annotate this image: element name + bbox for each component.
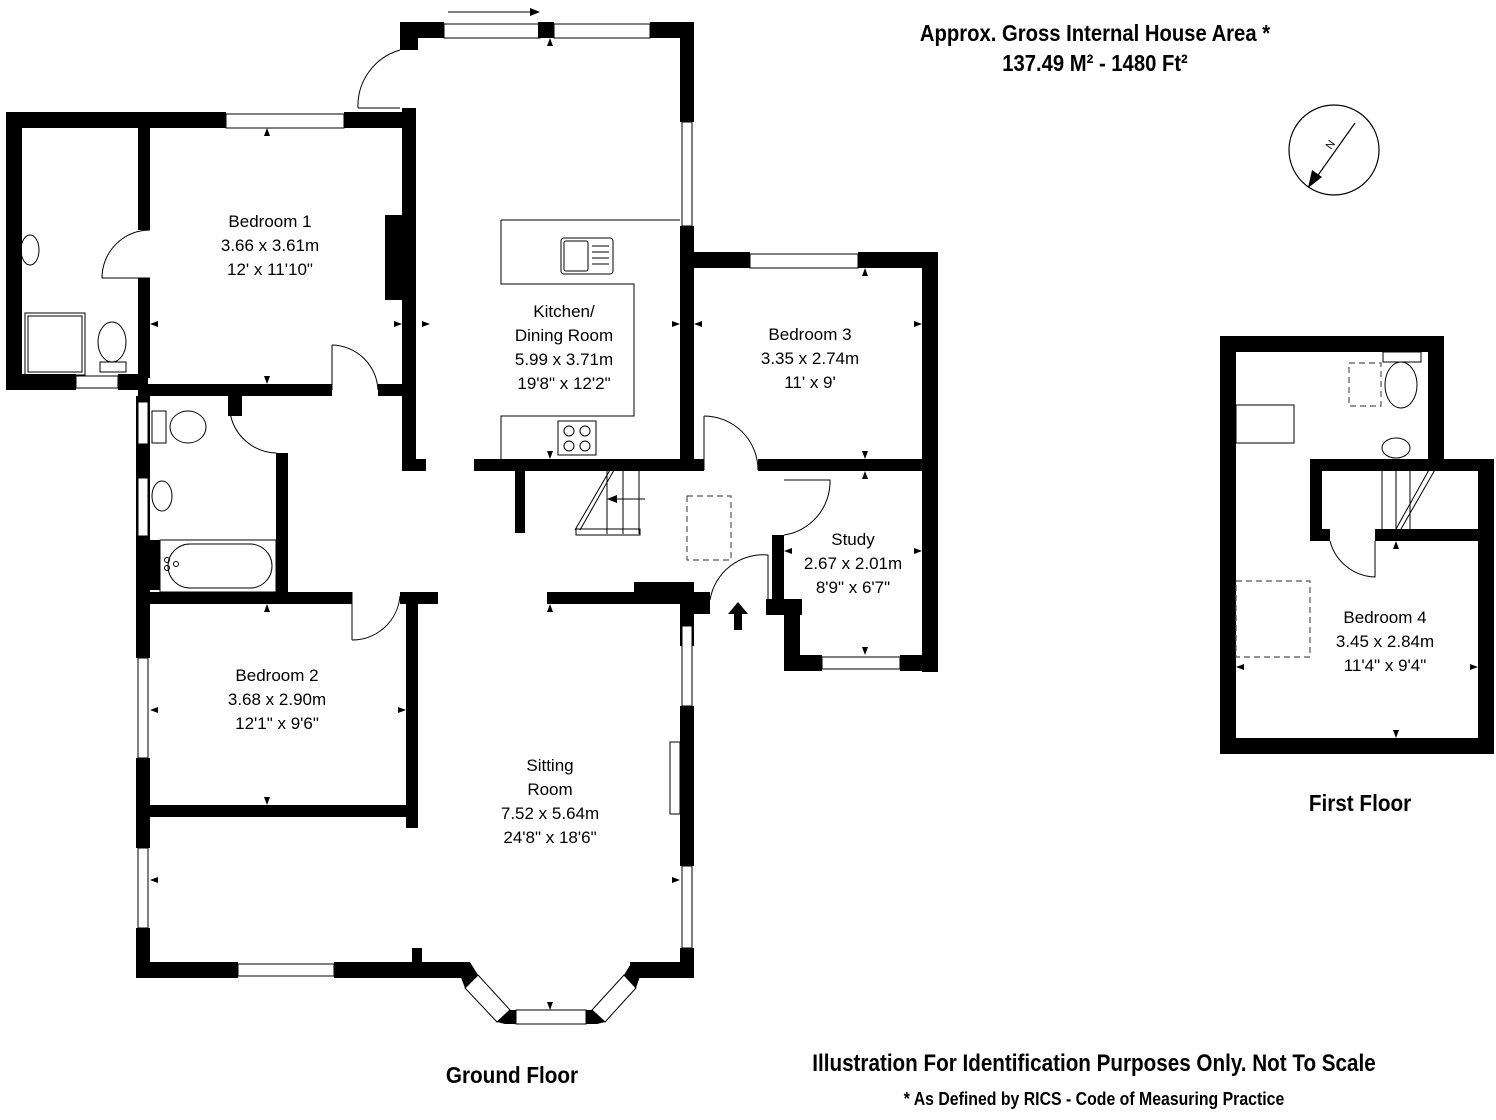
room-name-line2: Dining Room bbox=[514, 326, 614, 345]
room-label-sitting-room: Sitting Room 7.52 x 5.64m 24'8" x 18'6" bbox=[470, 754, 630, 850]
area-value: 137.49 M² - 1480 Ft² bbox=[1002, 50, 1188, 76]
room-imperial: 11'4" x 9'4" bbox=[1343, 656, 1427, 675]
entrance-arrow-icon bbox=[728, 602, 748, 630]
ground-floor-plan bbox=[6, 8, 938, 1025]
first-floor-label: First Floor bbox=[1308, 790, 1412, 816]
stairs-icon bbox=[574, 469, 645, 536]
room-name: Sitting bbox=[526, 756, 574, 775]
room-name: Study bbox=[831, 530, 875, 549]
room-name: Bedroom 3 bbox=[768, 325, 852, 344]
room-label-kitchen-dining: Kitchen/ Dining Room 5.99 x 3.71m 19'8" … bbox=[484, 300, 644, 396]
disclaimer-text: Illustration For Identification Purposes… bbox=[812, 1050, 1376, 1077]
room-label-bedroom-1: Bedroom 1 3.66 x 3.61m 12' x 11'10" bbox=[190, 210, 350, 282]
room-label-study: Study 2.67 x 2.01m 8'9" x 6'7" bbox=[773, 528, 933, 600]
ground-floor-label: Ground Floor bbox=[445, 1062, 579, 1088]
first-floor-plan bbox=[1220, 336, 1494, 754]
room-metric: 3.68 x 2.90m bbox=[227, 690, 327, 709]
room-metric: 2.67 x 2.01m bbox=[803, 554, 903, 573]
room-name-line2: Room bbox=[527, 780, 573, 799]
room-name: Bedroom 2 bbox=[235, 666, 319, 685]
room-name: Bedroom 4 bbox=[1343, 608, 1427, 627]
room-label-bedroom-4: Bedroom 4 3.45 x 2.84m 11'4" x 9'4" bbox=[1305, 606, 1465, 678]
room-imperial: 11' x 9' bbox=[784, 373, 836, 392]
room-name: Kitchen/ bbox=[533, 302, 595, 321]
room-metric: 7.52 x 5.64m bbox=[500, 804, 600, 823]
room-imperial: 24'8" x 18'6" bbox=[503, 828, 597, 847]
room-label-bedroom-3: Bedroom 3 3.35 x 2.74m 11' x 9' bbox=[730, 323, 890, 395]
room-label-bedroom-2: Bedroom 2 3.68 x 2.90m 12'1" x 9'6" bbox=[197, 664, 357, 736]
room-metric: 3.66 x 3.61m bbox=[220, 236, 320, 255]
room-name: Bedroom 1 bbox=[228, 212, 312, 231]
area-title: Approx. Gross Internal House Area * bbox=[919, 20, 1271, 46]
room-metric: 3.45 x 2.84m bbox=[1335, 632, 1435, 651]
room-metric: 3.35 x 2.74m bbox=[760, 349, 860, 368]
room-imperial: 8'9" x 6'7" bbox=[815, 578, 891, 597]
room-metric: 5.99 x 3.71m bbox=[514, 350, 614, 369]
north-arrow-icon: N bbox=[1288, 104, 1380, 196]
room-imperial: 12'1" x 9'6" bbox=[235, 714, 319, 733]
room-imperial: 19'8" x 12'2" bbox=[517, 374, 611, 393]
room-imperial: 12' x 11'10" bbox=[227, 260, 313, 279]
rics-footnote: * As Defined by RICS - Code of Measuring… bbox=[903, 1089, 1285, 1109]
